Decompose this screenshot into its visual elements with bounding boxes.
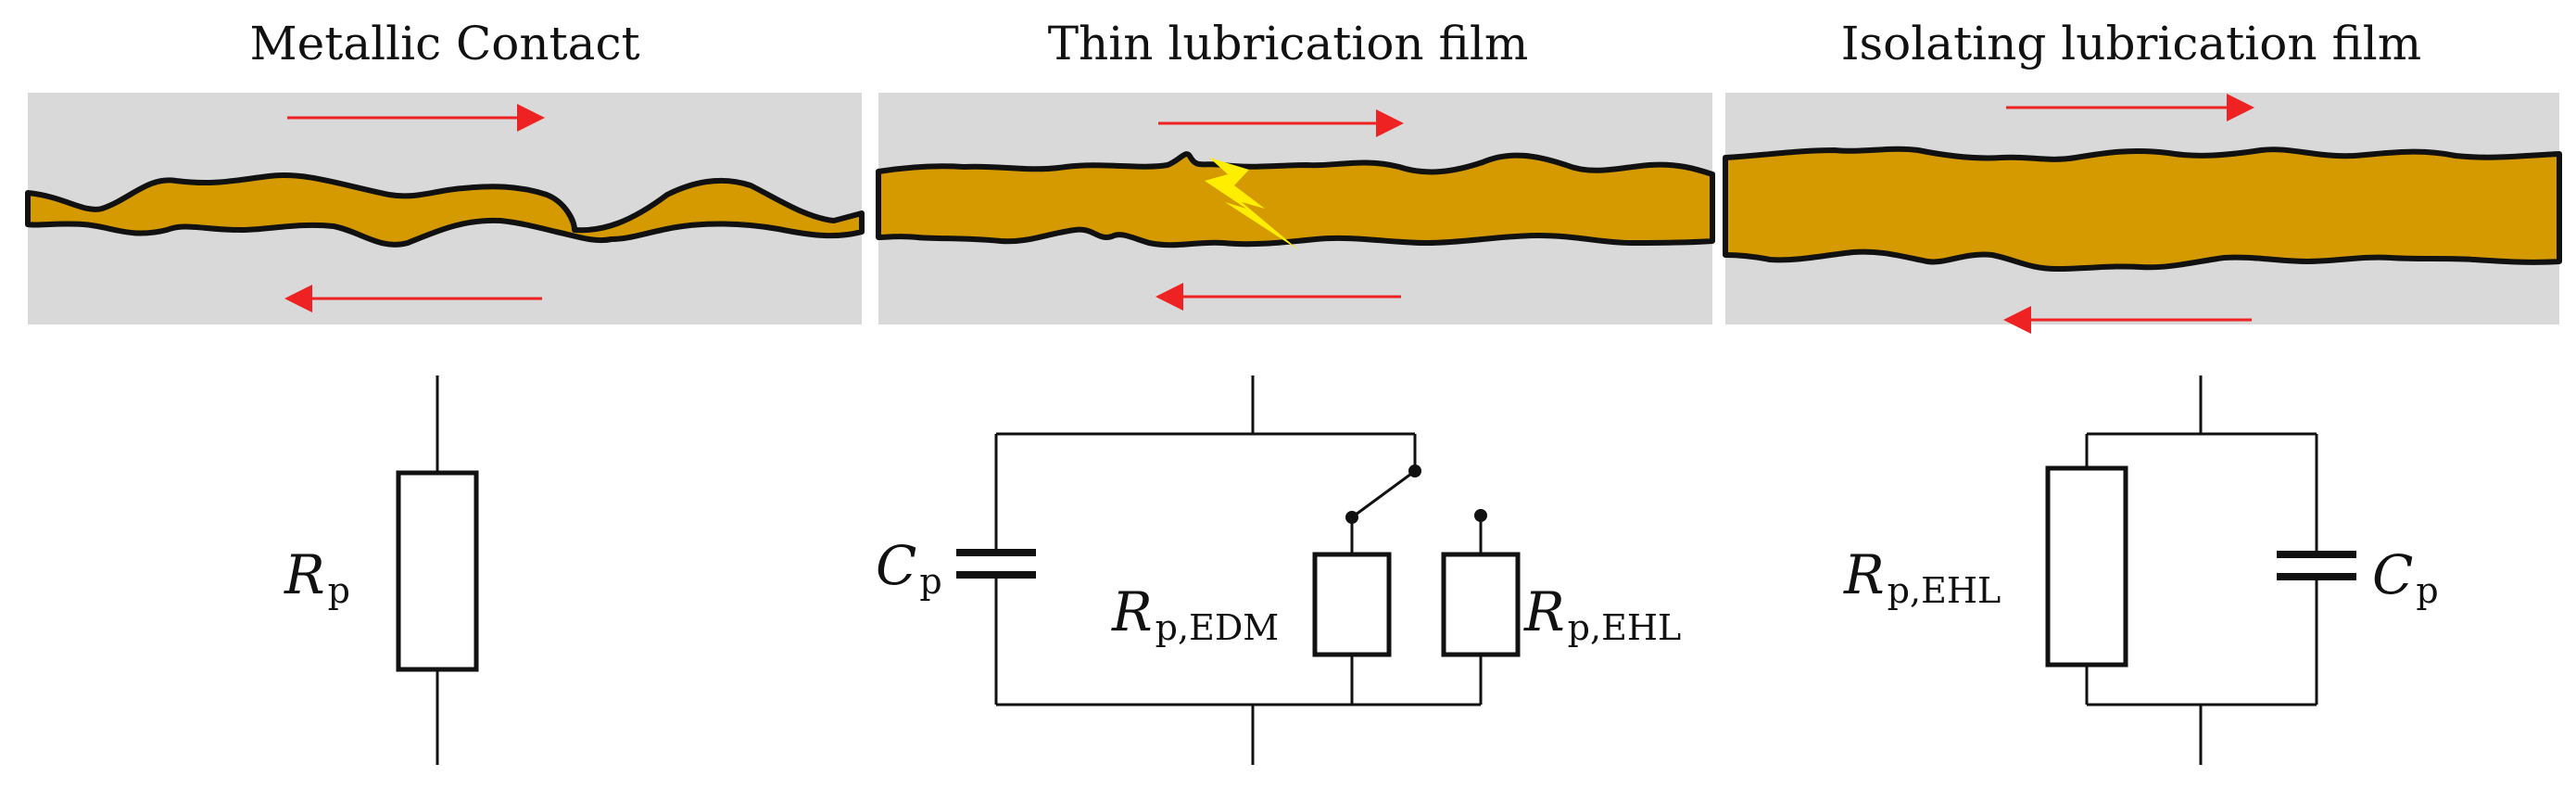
- panel-title-isolating: Isolating lubrication film: [1840, 17, 2422, 70]
- lubricant-film-isolating: [1723, 146, 2562, 272]
- lubricant-film-thin: [876, 151, 1715, 248]
- resistor-rp-ehl-thin: [1441, 552, 1521, 657]
- spark-icon: [1205, 158, 1299, 250]
- lubricant-film-metallic: [25, 172, 865, 248]
- panel-thin: Cp Rp,EDM Rp,EHL: [876, 93, 1715, 765]
- label-rp-ehl-thin: Rp,EHL: [1523, 580, 1681, 648]
- label-rp-ehl-isolating: Rp,EHL: [1843, 543, 2001, 611]
- resistor-rp-ehl-isolating: [2045, 465, 2128, 668]
- resistor-rp-edm: [1312, 552, 1392, 657]
- panel-isolating: Rp,EHL Cp: [1723, 93, 2562, 765]
- resistor-rp-metallic: [396, 470, 479, 672]
- panel-metallic: Rp: [25, 93, 865, 765]
- label-cp-thin: Cp: [876, 534, 942, 602]
- panel-title-metallic: Metallic Contact: [249, 17, 640, 70]
- switch-blade: [1351, 469, 1416, 519]
- label-rp-edm: Rp,EDM: [1111, 580, 1279, 648]
- label-cp-isolating: Cp: [2372, 543, 2439, 611]
- label-rp-metallic: Rp: [284, 543, 350, 611]
- panel-title-thin: Thin lubrication film: [1047, 17, 1529, 70]
